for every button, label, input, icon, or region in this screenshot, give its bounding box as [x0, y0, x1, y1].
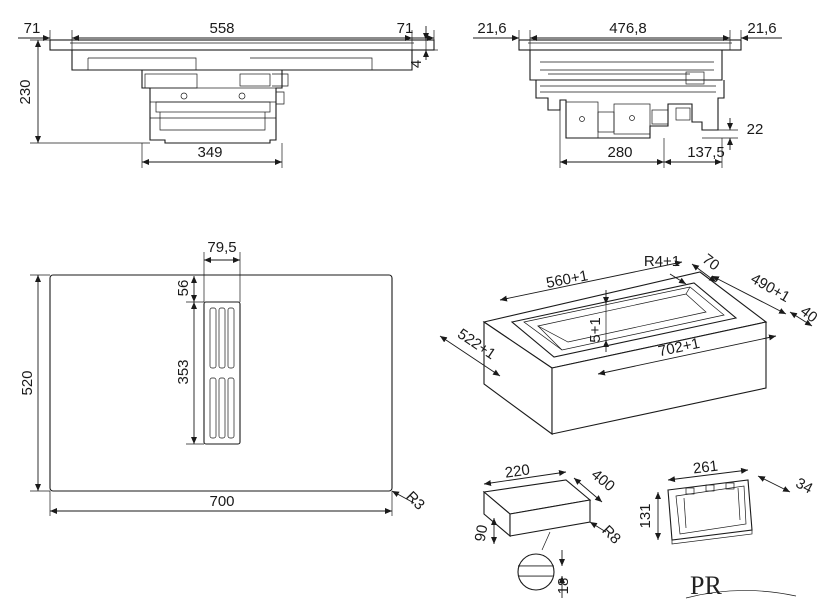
- dim-side-right: 21,6: [747, 20, 776, 37]
- dim-bracket-height: 131: [637, 503, 654, 528]
- dim-box-detail: 18: [555, 578, 572, 595]
- dim-bracket-depth: 34: [793, 475, 816, 498]
- side-elevation-view: 21,6 476,8 21,6 22 280 137,5: [473, 20, 782, 168]
- dim-bracket-width: 261: [692, 458, 719, 478]
- dim-side-left: 21,6: [477, 20, 506, 37]
- dim-cut-side: 40: [797, 303, 821, 327]
- hob-shell: [71, 50, 413, 71]
- dim-side-depth: 22: [747, 121, 764, 138]
- dim-box-radius: R8: [598, 522, 624, 548]
- dim-vent-width: 79,5: [207, 239, 236, 256]
- dim-cut-step: 70: [699, 251, 723, 275]
- dim-vent-offset: 56: [175, 280, 192, 297]
- dim-box-height: 90: [472, 524, 492, 543]
- vent-slots: [209, 307, 235, 439]
- glass-top: [49, 39, 435, 51]
- plan-view: 79,5 56 353 520 700 R3: [19, 239, 428, 516]
- dim-thickness: 4: [408, 60, 425, 68]
- side-shell: [529, 50, 723, 81]
- dim-side-base: 280: [607, 144, 632, 161]
- fan-unit: [141, 70, 283, 144]
- dim-left-offset: 71: [24, 20, 41, 37]
- vent-grille: [203, 301, 241, 445]
- glass-top-side: [518, 39, 742, 51]
- dim-height: 230: [17, 79, 34, 104]
- dim-plan-height: 520: [19, 370, 36, 395]
- dim-right-offset: 71: [397, 20, 414, 37]
- brand-logo: PR: [685, 571, 797, 600]
- box-view: 220 400 90 R8 18: [472, 461, 624, 598]
- dim-width: 558: [209, 20, 234, 37]
- dim-cut-width: 560+1: [545, 267, 590, 292]
- dim-side-extra: 137,5: [687, 144, 725, 161]
- dim-cut-depth-vertical: 5+1: [587, 317, 604, 342]
- dim-box-depth: 400: [588, 466, 618, 495]
- front-elevation-view: 71 558 71 230 4 349: [17, 20, 438, 168]
- dim-cut-depth: 490+1: [748, 270, 793, 306]
- cutout-view: 560+1 R4+1 70 490+1 40 5+1 522+1 702+1: [439, 251, 821, 436]
- bracket-view: 261 34 131: [637, 458, 816, 545]
- dim-corner-radius: R3: [402, 488, 428, 514]
- dim-box-width: 220: [504, 461, 531, 481]
- dim-plan-width: 700: [209, 493, 234, 510]
- dim-side-width: 476,8: [609, 20, 647, 37]
- side-body: [535, 80, 725, 139]
- dim-cut-radius: R4+1: [644, 253, 680, 270]
- hob-plan-outline: [49, 274, 393, 492]
- dim-base-width: 349: [197, 144, 222, 161]
- logo-text: PR: [690, 571, 722, 600]
- dim-vent-length: 353: [175, 359, 192, 384]
- detail-circle: [517, 553, 555, 591]
